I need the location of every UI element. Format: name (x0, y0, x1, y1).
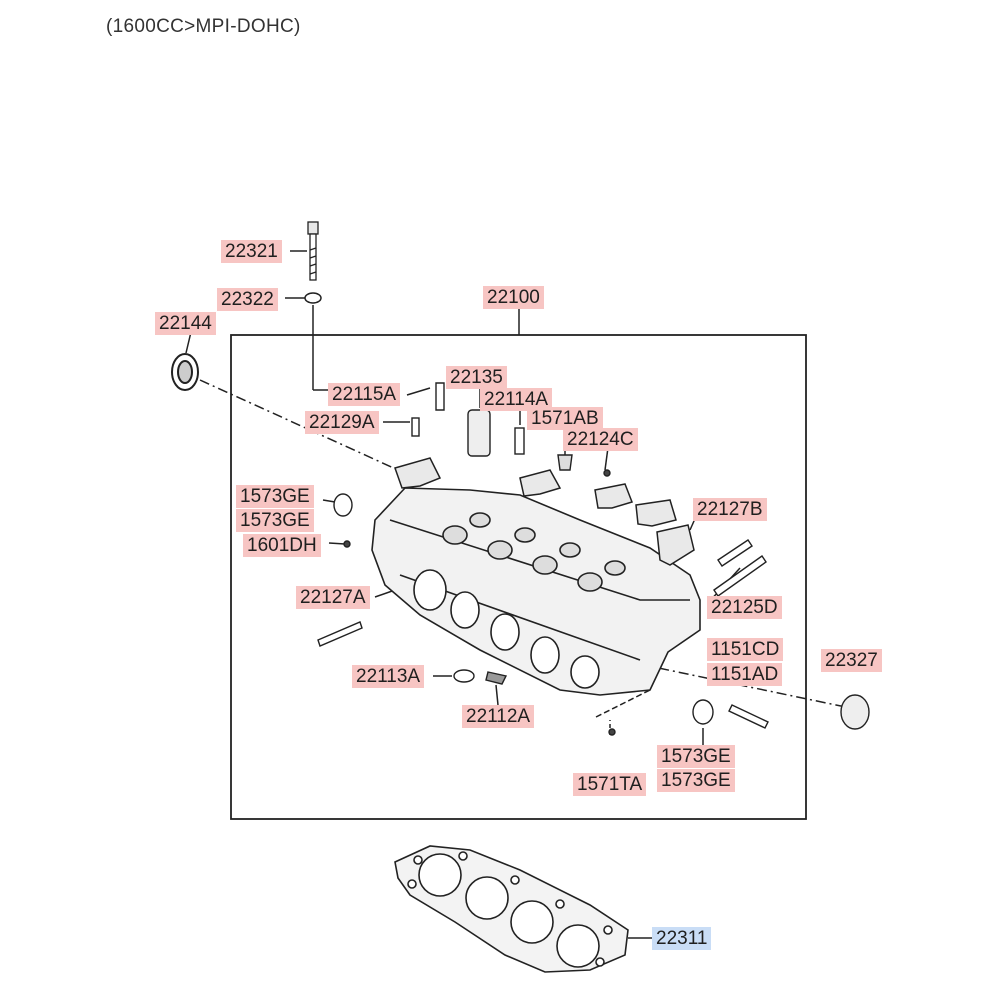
part-label-22321[interactable]: 22321 (221, 240, 282, 263)
cylinder-head (371, 487, 701, 696)
head-gasket-22311 (394, 845, 629, 973)
part-label-22100[interactable]: 22100 (483, 286, 544, 309)
part-label-1573GE-4[interactable]: 1573GE (657, 769, 735, 792)
part-label-22127A[interactable]: 22127A (296, 586, 370, 609)
part-label-22144[interactable]: 22144 (155, 312, 216, 335)
part-label-1573GE-3[interactable]: 1573GE (657, 745, 735, 768)
part-label-1601DH[interactable]: 1601DH (243, 534, 321, 557)
spring-1571AB (557, 454, 573, 471)
washer-22322 (304, 292, 322, 304)
part-label-22113A[interactable]: 22113A (352, 665, 425, 688)
bolt-22321 (307, 221, 319, 281)
part-label-22125D[interactable]: 22125D (707, 596, 782, 619)
seal-22113A (453, 669, 475, 683)
part-label-22322[interactable]: 22322 (217, 288, 278, 311)
plug-22327 (840, 694, 870, 730)
plug-22135 (467, 409, 491, 457)
part-label-1571AB[interactable]: 1571AB (527, 407, 603, 430)
plate-22112A (485, 671, 508, 685)
engine-caption: (1600CC>MPI-DOHC) (106, 16, 301, 37)
part-label-22124C[interactable]: 22124C (563, 428, 638, 451)
seal-1573GE-right (692, 699, 714, 725)
oil-seal-22144 (171, 353, 199, 391)
part-label-22327[interactable]: 22327 (821, 649, 882, 672)
bearing-caps (394, 457, 695, 566)
part-label-22311-selected[interactable]: 22311 (652, 927, 712, 950)
part-label-1151AD[interactable]: 1151AD (707, 663, 783, 686)
part-label-22115A[interactable]: 22115A (328, 383, 401, 406)
pin-1601DH (343, 540, 351, 548)
pin-22124C (603, 469, 611, 477)
pin-22115A (435, 382, 445, 411)
bolt-22129A (411, 417, 420, 437)
part-label-22127B[interactable]: 22127B (693, 498, 767, 521)
part-label-1573GE-2[interactable]: 1573GE (236, 509, 314, 532)
seal-1573GE-left (333, 493, 353, 517)
part-label-1571TA[interactable]: 1571TA (573, 773, 647, 796)
part-label-22114A[interactable]: 22114A (480, 388, 553, 411)
guide-22114A (514, 427, 525, 455)
stud-bolts (317, 539, 769, 729)
part-label-22135[interactable]: 22135 (446, 366, 507, 389)
part-label-22112A[interactable]: 22112A (462, 705, 535, 728)
pin-1571TA (608, 728, 616, 736)
part-label-1151CD[interactable]: 1151CD (707, 638, 784, 661)
part-label-22129A[interactable]: 22129A (305, 411, 379, 434)
part-label-1573GE-1[interactable]: 1573GE (236, 485, 314, 508)
